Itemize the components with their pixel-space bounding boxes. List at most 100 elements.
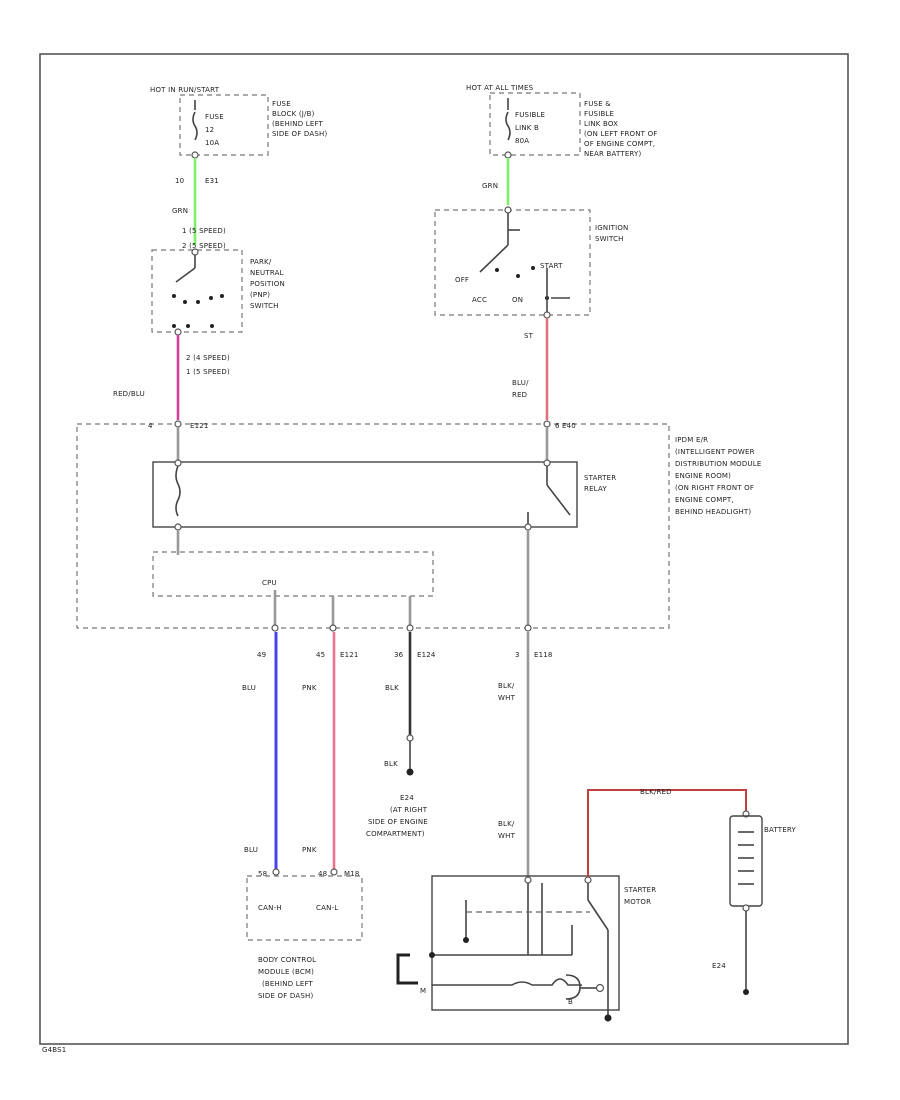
starter-term-b: B	[568, 998, 573, 1006]
ground-wire-label: BLK	[384, 760, 398, 768]
ipdm-line-1: IPDM E/R	[675, 436, 708, 444]
wire-blk-label: BLK	[385, 684, 399, 692]
fuse-right-hot-label: HOT AT ALL TIMES	[466, 84, 534, 92]
battery-label: BATTERY	[764, 826, 797, 834]
starter-wire-1: BLK/	[498, 820, 515, 828]
starter-label-1: STARTER	[624, 886, 656, 894]
pnp-bottom-pin-2: 1 (5 SPEED)	[186, 368, 230, 376]
wire-blu-label: BLU	[242, 684, 256, 692]
ipdm-line-2: (INTELLIGENT POWER	[675, 448, 755, 456]
conn-blk-pin: 36	[394, 651, 404, 659]
body-control-module: BLU PNK 58 48 M18 CAN-H CAN-L BODY CONTR…	[244, 846, 363, 1000]
ipdm-right-conn-id: E40	[562, 422, 576, 430]
conn-pnk-pin: 45	[316, 651, 325, 659]
fuse-block-left: HOT IN RUN/START FUSE 12 10A FUSE BLOCK …	[150, 86, 327, 245]
pnp-line-3: POSITION	[250, 280, 285, 288]
fuse-right-inner-3: 80A	[515, 137, 529, 145]
conn-bw-id: E118	[534, 651, 553, 659]
ipdm-right-conn-pin: 6	[555, 422, 560, 430]
bcm-pnk-label: PNK	[302, 846, 317, 854]
ign-wire-1: BLU/	[512, 379, 529, 387]
fuse-right-inner-1: FUSIBLE	[515, 111, 545, 119]
starter-motor: BLK/ WHT M B STARTER MOTOR	[396, 820, 656, 1022]
conn-blu-pin: 49	[257, 651, 266, 659]
battery: BLK/RED BATTERY E24	[587, 788, 797, 995]
pnp-line-5: SWITCH	[250, 302, 279, 310]
wire-bw-label-2: WHT	[498, 694, 516, 702]
pnp-top-pin-1: 1 (5 SPEED)	[182, 227, 226, 235]
ipdm-module: 4 E121 6 E40 STARTER RELAY CPU IPDM E/R …	[76, 420, 762, 629]
fuse-left-conn-id: E31	[205, 177, 219, 185]
pnp-switch: 1 (5 SPEED) 2 (5 SPEED) PARK/ NEUTRAL PO…	[113, 227, 285, 420]
pnp-bottom-pin-1: 2 (4 SPEED)	[186, 354, 230, 362]
ground-label-1: E24	[400, 794, 414, 802]
bcm-line-2: MODULE (BCM)	[258, 968, 314, 976]
ipdm-left-conn-pin: 4	[148, 422, 153, 430]
fuse-box-right: HOT AT ALL TIMES FUSIBLE LINK B 80A FUSE…	[466, 84, 658, 205]
fuse-left-conn-pin: 10	[175, 177, 184, 185]
wire-bw-label-1: BLK/	[498, 682, 515, 690]
ipdm-left-conn-id: E121	[190, 422, 209, 430]
fuse-right-line-1: FUSE &	[584, 100, 611, 108]
fuse-left-line-2: BLOCK (J/B)	[272, 110, 315, 118]
ground-e24: BLK E24 (AT RIGHT SIDE OF ENGINE COMPART…	[366, 734, 428, 838]
bcm-blu-label: BLU	[244, 846, 258, 854]
ground-label-3: SIDE OF ENGINE	[368, 818, 428, 826]
pnp-top-pin-2: 2 (5 SPEED)	[182, 242, 226, 250]
fuse-right-wire-label: GRN	[482, 182, 498, 190]
fuse-right-line-2: FUSIBLE	[584, 110, 614, 118]
bcm-pin-conn: M18	[344, 870, 360, 878]
bcm-line-3: (BEHIND LEFT	[262, 980, 314, 988]
fuse-right-line-4: (ON LEFT FRONT OF	[584, 130, 658, 138]
fuse-left-number: 12	[205, 126, 214, 134]
ign-pin: ST	[524, 332, 534, 340]
bcm-line-4: SIDE OF DASH)	[258, 992, 313, 1000]
bcm-pin-2: 48	[318, 870, 327, 878]
starter-wire-2: WHT	[498, 832, 516, 840]
battery-ground: E24	[712, 962, 726, 970]
starter-label-2: MOTOR	[624, 898, 651, 906]
ipdm-line-6: ENGINE COMPT,	[675, 496, 734, 504]
figure-id: G4BS1	[42, 1046, 66, 1054]
pnp-line-4: (PNP)	[250, 291, 270, 299]
ipdm-line-4: ENGINE ROOM)	[675, 472, 731, 480]
starter-term-m: M	[420, 987, 426, 995]
lower-wires: 49 45 E121 36 E124 3 E118 BLU PNK BLK BL…	[242, 624, 553, 878]
fuse-right-inner-2: LINK B	[515, 124, 539, 132]
fuse-left-wire-label: GRN	[172, 207, 188, 215]
ign-pos-off: OFF	[455, 276, 469, 284]
conn-bw-pin: 3	[515, 651, 520, 659]
ipdm-line-3: DISTRIBUTION MODULE	[675, 460, 762, 468]
fuse-left-line-3: (BEHIND LEFT	[272, 120, 324, 128]
pnp-line-2: NEUTRAL	[250, 269, 284, 277]
ign-pos-on: ON	[512, 296, 523, 304]
ign-pos-start: START	[540, 262, 563, 270]
conn-blk-id: E124	[417, 651, 436, 659]
bcm-can-h: CAN-H	[258, 904, 282, 912]
fuse-left-rating: 10A	[205, 139, 219, 147]
bcm-can-l: CAN-L	[316, 904, 338, 912]
fuse-left-hot-label: HOT IN RUN/START	[150, 86, 220, 94]
ign-label-2: SWITCH	[595, 235, 624, 243]
fuse-left-line-4: SIDE OF DASH)	[272, 130, 327, 138]
fuse-right-line-5: OF ENGINE COMPT,	[584, 140, 655, 148]
pnp-wire-label: RED/BLU	[113, 390, 145, 398]
wire-pnk-label: PNK	[302, 684, 317, 692]
fuse-right-line-6: NEAR BATTERY)	[584, 150, 642, 158]
wire-blk-red	[587, 789, 747, 877]
bcm-pin-1: 58	[258, 870, 267, 878]
ipdm-line-5: (ON RIGHT FRONT OF	[675, 484, 754, 492]
ign-pos-acc: ACC	[472, 296, 487, 304]
conn-pnk-id: E121	[340, 651, 359, 659]
fuse-right-line-3: LINK BOX	[584, 120, 618, 128]
ipdm-line-7: BEHIND HEADLIGHT)	[675, 508, 751, 516]
fuse-left-inner: FUSE	[205, 113, 224, 121]
ground-label-4: COMPARTMENT)	[366, 830, 425, 838]
battery-wire-label: BLK/RED	[640, 788, 672, 796]
pnp-line-1: PARK/	[250, 258, 272, 266]
relay-label-2: RELAY	[584, 485, 607, 493]
relay-label-1: STARTER	[584, 474, 616, 482]
bcm-line-1: BODY CONTROL	[258, 956, 316, 964]
ign-wire-2: RED	[512, 391, 527, 399]
